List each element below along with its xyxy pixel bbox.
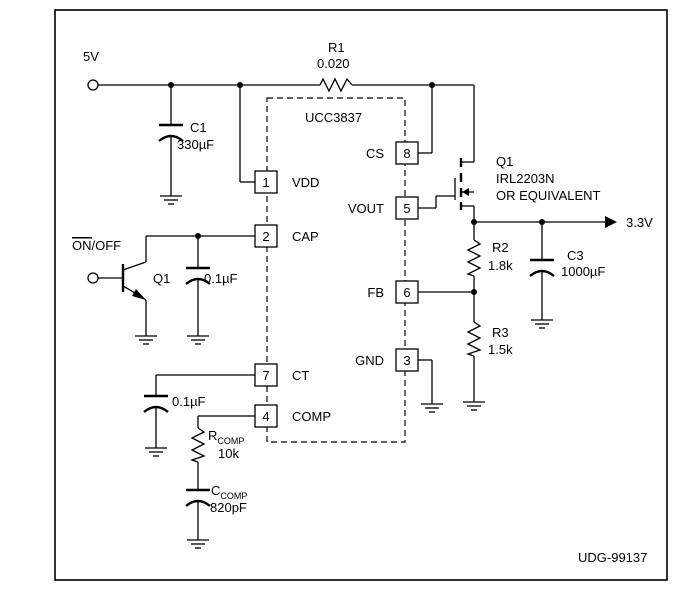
c3-value: 1000µF xyxy=(561,264,605,279)
pin-name-gnd: GND xyxy=(355,353,384,368)
cap-capacitor-value: 0.1µF xyxy=(204,271,238,286)
ground-icon xyxy=(187,539,209,549)
pin-box-3 xyxy=(395,348,419,372)
resistor-r2 xyxy=(466,239,482,277)
figure-id: UDG-99137 xyxy=(578,550,647,565)
pin-number: 8 xyxy=(403,146,410,161)
figure-border xyxy=(54,9,668,581)
pin-box-5 xyxy=(395,196,419,220)
ground-icon xyxy=(463,401,485,411)
r1-ref: R1 xyxy=(328,40,345,55)
pin-name-vdd: VDD xyxy=(292,175,319,190)
mosfet-q1 xyxy=(454,158,474,210)
pin-number: 2 xyxy=(262,229,269,244)
pin-box-1 xyxy=(254,170,278,194)
pin-name-cs: CS xyxy=(366,146,384,161)
r3-value: 1.5k xyxy=(488,342,513,357)
ground-icon xyxy=(145,447,167,457)
ground-icon xyxy=(421,403,443,413)
resistor-rcomp xyxy=(189,427,206,463)
q1-mosfet-part: IRL2203N xyxy=(496,171,555,186)
r3-ref: R3 xyxy=(492,325,509,340)
control-terminal[interactable] xyxy=(87,272,99,284)
pin-number: 4 xyxy=(262,409,269,424)
pin-name-cap: CAP xyxy=(292,229,319,244)
c3-ref: C3 xyxy=(567,248,584,263)
output-voltage-label: 3.3V xyxy=(626,215,653,230)
ic-name: UCC3837 xyxy=(305,110,362,125)
capacitor-cap xyxy=(185,266,211,285)
r2-value: 1.8k xyxy=(488,258,513,273)
resistor-r1 xyxy=(319,77,353,93)
ground-icon xyxy=(187,335,209,345)
pin-box-7 xyxy=(254,363,278,387)
capacitor-ccomp xyxy=(185,488,211,507)
capacitor-ct xyxy=(143,394,169,413)
pin-name-vout: VOUT xyxy=(348,201,384,216)
pin-name-ct: CT xyxy=(292,368,309,383)
q1-mosfet-note: OR EQUIVALENT xyxy=(496,188,601,203)
pin-number: 6 xyxy=(403,285,410,300)
pin-number: 5 xyxy=(403,201,410,216)
q1-mosfet-ref: Q1 xyxy=(496,154,513,169)
ground-icon xyxy=(531,319,553,329)
c1-ref: C1 xyxy=(190,120,207,135)
on-off-label: ON/OFF xyxy=(72,238,121,253)
r2-ref: R2 xyxy=(492,240,509,255)
pin-box-8 xyxy=(395,141,419,165)
capacitor-c3 xyxy=(529,258,555,277)
input-voltage-label: 5V xyxy=(83,49,99,64)
pin-box-6 xyxy=(395,280,419,304)
ct-capacitor-value: 0.1µF xyxy=(172,394,206,409)
ic-outline xyxy=(266,97,406,443)
input-terminal[interactable] xyxy=(87,79,99,91)
bjt-q1 xyxy=(121,261,147,300)
pin-name-comp: COMP xyxy=(292,409,331,424)
pin-number: 3 xyxy=(403,353,410,368)
pin-number: 1 xyxy=(262,175,269,190)
capacitor-c1 xyxy=(158,123,184,142)
ground-icon xyxy=(160,195,182,205)
ccomp-value: 820pF xyxy=(210,500,247,515)
q1-bjt-ref: Q1 xyxy=(153,271,170,286)
ccomp-ref: CCOMP xyxy=(211,483,247,501)
resistor-r3 xyxy=(465,321,482,357)
r1-value: 0.020 xyxy=(317,56,350,71)
rcomp-ref: RCOMP xyxy=(208,428,244,446)
pin-name-fb: FB xyxy=(367,285,384,300)
c1-value: 330µF xyxy=(177,137,214,152)
pin-box-4 xyxy=(254,404,278,428)
rcomp-value: 10k xyxy=(218,446,239,461)
output-arrow-icon xyxy=(605,216,617,228)
pin-box-2 xyxy=(254,224,278,248)
pin-number: 7 xyxy=(262,368,269,383)
wires xyxy=(98,84,605,540)
ground-icon xyxy=(135,335,157,345)
junction-dots xyxy=(168,82,545,295)
